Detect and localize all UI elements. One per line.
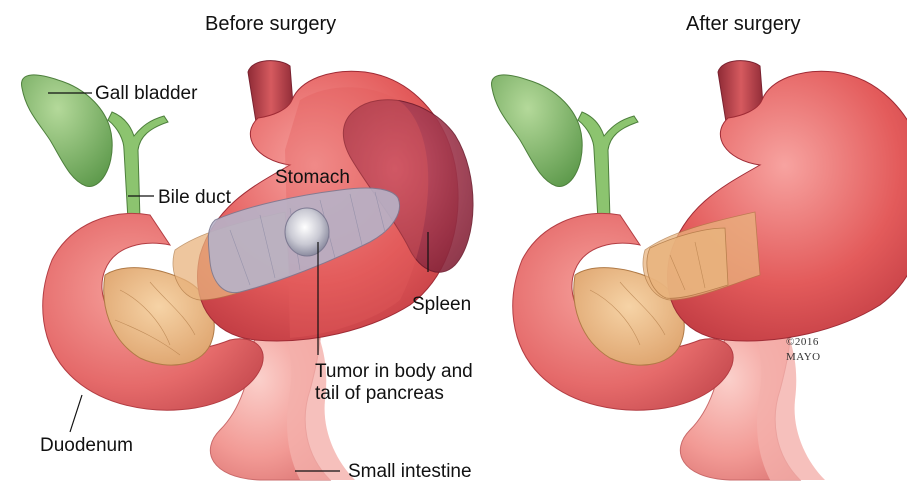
bile-duct-label: Bile duct [158,187,232,208]
after-surgery-illustration: After surgery ©2016 MAYO [492,13,907,480]
duodenum-leader [70,395,82,432]
after-surgery-title: After surgery [686,13,800,35]
tumor-label-line2: tail of pancreas [315,383,444,404]
small-intestine-label: Small intestine [348,461,472,481]
gall-bladder-label: Gall bladder [95,83,198,104]
duodenum-label: Duodenum [40,435,133,456]
tumor-label-line1: Tumor in body and [315,361,473,382]
copyright-owner: MAYO [786,351,821,363]
before-surgery-illustration: Before surgery Gall bladder Bile duct St… [22,13,473,481]
remaining-pancreas [647,228,728,298]
spleen-label: Spleen [412,294,471,315]
tumor-mass [285,208,329,256]
stomach-label: Stomach [275,167,350,188]
before-surgery-title: Before surgery [205,13,336,35]
copyright-year: ©2016 [786,336,819,348]
